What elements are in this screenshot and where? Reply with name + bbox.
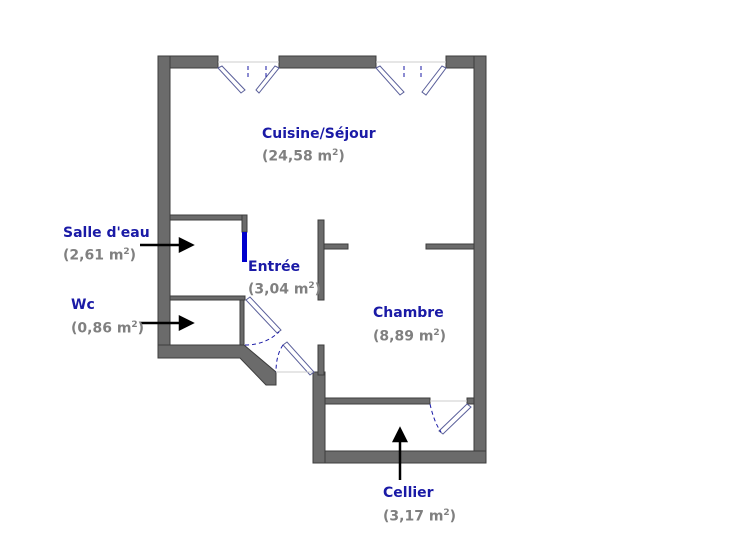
wall	[157, 55, 171, 359]
room-name-cuisine: Cuisine/Séjour	[262, 126, 376, 142]
wall	[239, 299, 245, 347]
room-area-wc: (0,86 m2)	[71, 320, 145, 337]
door-swing	[244, 331, 280, 346]
door-swing	[429, 403, 442, 433]
windows	[217, 65, 472, 435]
room-area-salle-deau: (2,61 m2)	[63, 247, 137, 264]
wall	[425, 243, 475, 250]
wall	[157, 344, 277, 386]
door-leaf	[282, 341, 315, 376]
walls	[157, 55, 487, 464]
wall	[323, 243, 349, 250]
arrow-head-icon	[391, 426, 409, 443]
wall	[466, 397, 475, 405]
door-leaf	[438, 403, 472, 435]
window-leaf	[217, 65, 246, 94]
room-name-wc: Wc	[71, 297, 95, 313]
arrows	[140, 236, 409, 480]
wall-highlight	[242, 232, 247, 262]
wall	[278, 55, 377, 69]
wall	[169, 295, 246, 301]
wall	[317, 219, 325, 301]
window-leaf	[255, 65, 280, 94]
arrow-head-icon	[178, 314, 195, 332]
wall	[317, 344, 325, 376]
room-name-cellier: Cellier	[383, 485, 434, 501]
wall	[312, 371, 326, 464]
wall	[324, 397, 431, 405]
arrow-head-icon	[178, 236, 195, 254]
room-area-entree: (3,04 m2)	[248, 281, 322, 298]
openings	[218, 61, 467, 402]
room-area-chambre: (8,89 m2)	[373, 328, 447, 345]
room-name-entree: Entrée	[248, 259, 301, 275]
room-name-chambre: Chambre	[373, 305, 444, 321]
window-leaf	[375, 65, 405, 96]
door-leaf	[245, 296, 282, 334]
wall	[241, 214, 248, 233]
room-area-cellier: (3,17 m2)	[383, 508, 457, 525]
door-swings	[244, 66, 442, 433]
wall	[169, 214, 248, 221]
room-area-cuisine: (24,58 m2)	[262, 148, 345, 165]
wall	[473, 55, 487, 464]
window-leaf	[421, 65, 447, 96]
door-swing	[275, 344, 284, 373]
room-name-salle-deau: Salle d'eau	[63, 225, 150, 241]
